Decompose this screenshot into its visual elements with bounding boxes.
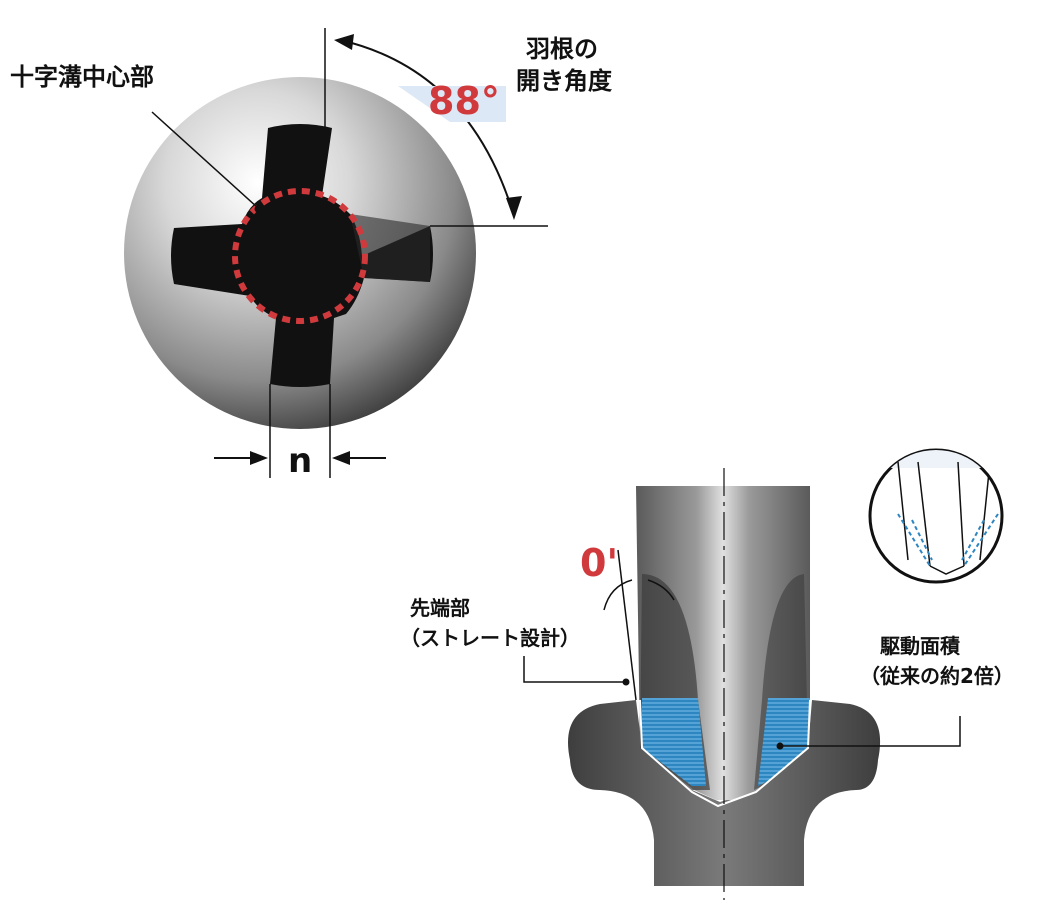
inset-line-2 [917, 461, 931, 567]
inset-dashed-left [897, 513, 933, 567]
tip-label-line1: 先端部 [410, 596, 470, 620]
center-dashed-circle [232, 188, 368, 324]
taper-arrow-left [603, 579, 633, 611]
wing-angle-label-line2: 開き角度 [516, 67, 612, 95]
left-arrow-head [332, 451, 350, 465]
recess-outline [639, 699, 811, 808]
tip-leader-line [523, 656, 626, 683]
taper-ref-line [617, 549, 637, 701]
arc-arrow-head-top [334, 34, 354, 50]
arc-arrow-head-bottom [506, 196, 522, 220]
angle-value-plate [398, 86, 506, 122]
cross-center-label: 十字溝中心部 [10, 63, 154, 91]
inset-dashed-right [961, 513, 999, 567]
right-arrow-head [250, 451, 268, 465]
inset-line-4 [979, 461, 991, 561]
tip-label-line2: （ストレート設計） [400, 626, 580, 650]
drive-area-left [642, 698, 706, 786]
tip-leader-dot [622, 678, 630, 686]
cross-recess [171, 124, 433, 387]
taper-angle-label: 0' [580, 541, 619, 585]
drive-leader-line [780, 716, 961, 747]
taper-arrow-right [647, 579, 675, 601]
center-leader-line [151, 111, 259, 209]
inset-line-1 [897, 461, 909, 561]
screw-body-section [568, 700, 881, 886]
groove-width-label: n [288, 441, 313, 481]
drive-leader-dot [776, 742, 784, 750]
drive-label-line1: 駆動面積 [880, 634, 960, 658]
wing-angle-label-line1: 羽根の [526, 35, 598, 63]
detail-inset [868, 448, 1004, 584]
inset-tip [929, 565, 965, 575]
drive-area-right [758, 698, 810, 786]
inset-line-3 [957, 461, 965, 567]
drive-label-line2: （従来の約2倍） [860, 664, 1014, 688]
angle-value: 88° [428, 79, 500, 123]
center-leader-dot [254, 205, 262, 213]
recess-shade [350, 214, 430, 282]
inset-band [870, 450, 1002, 468]
